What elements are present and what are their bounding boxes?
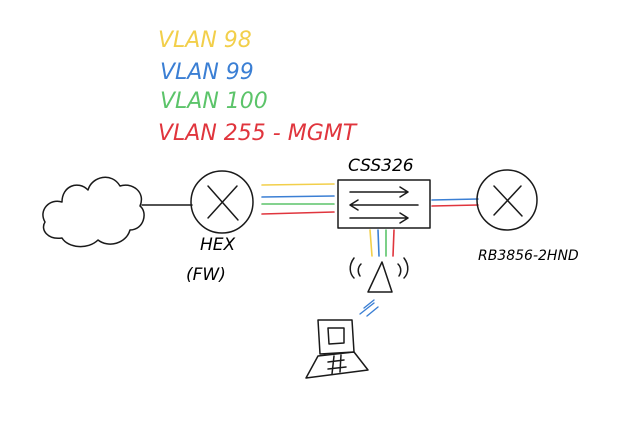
cloud-icon xyxy=(42,176,145,248)
router-cross xyxy=(493,185,523,217)
laptop-screen xyxy=(317,319,355,355)
vlan-98-link xyxy=(261,183,335,186)
ap-vlan-255-drop xyxy=(392,229,395,257)
legend: VLAN 98 VLAN 99 VLAN 100 VLAN 255 - MGMT xyxy=(158,28,358,146)
router-cross xyxy=(207,185,239,221)
switch-arrow-right-bottom xyxy=(349,212,409,224)
laptop xyxy=(305,319,369,379)
switch-label: CSS326 xyxy=(348,156,414,176)
router-icon xyxy=(476,169,538,231)
access-point-icon xyxy=(367,261,393,293)
switch-icon xyxy=(337,179,431,229)
ap-drop-lines xyxy=(369,229,395,257)
switch-arrow-right-top xyxy=(349,186,409,198)
router-hex: HEX (FW) xyxy=(186,170,254,285)
access-point xyxy=(349,257,409,293)
vlan-99-link xyxy=(261,195,335,198)
router-icon xyxy=(190,170,254,234)
router-hex-label: HEX xyxy=(200,235,236,255)
legend-vlan-255-mgmt: VLAN 255 - MGMT xyxy=(158,121,358,146)
ap-vlan-99-drop xyxy=(377,229,380,257)
vlan-255-link xyxy=(261,211,335,215)
router-hex-sublabel: (FW) xyxy=(186,265,226,285)
legend-vlan-98: VLAN 98 xyxy=(158,28,252,53)
router-rb-label: RB3856-2HND xyxy=(478,248,579,264)
switch-arrow-left xyxy=(349,199,419,211)
legend-vlan-99: VLAN 99 xyxy=(160,60,254,85)
legend-vlan-100: VLAN 100 xyxy=(160,89,268,114)
switch-css326: CSS326 xyxy=(337,156,431,229)
laptop-screen-inner xyxy=(327,327,345,345)
router-rb: RB3856-2HND xyxy=(476,169,579,264)
trunk-lines-left xyxy=(261,183,335,215)
laptop-icon xyxy=(305,351,369,379)
laptop-keyboard xyxy=(327,354,347,375)
ap-vlan-98-drop xyxy=(369,229,373,257)
vlan-99-link-right xyxy=(431,198,479,201)
ap-signal-right-icon xyxy=(397,257,409,279)
wifi-signal-icon xyxy=(359,299,379,317)
vlan-255-link-right xyxy=(431,204,479,207)
ap-signal-left-icon xyxy=(349,257,362,279)
